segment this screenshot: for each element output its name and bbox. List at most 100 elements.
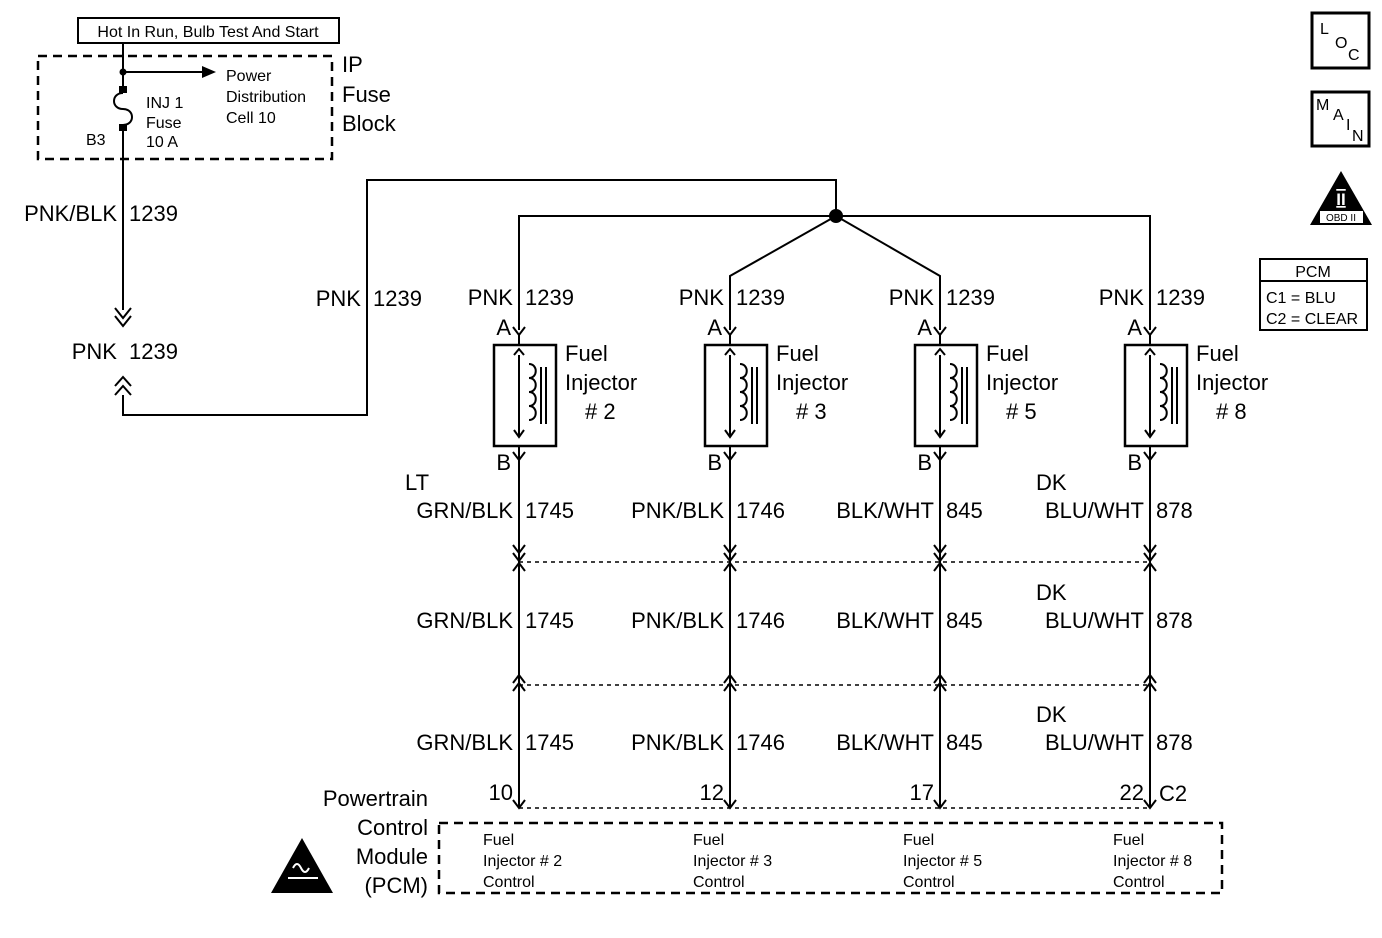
injector-name-line1: Fuel [776,341,819,366]
connector-male-icon [1143,544,1157,563]
pcm-name-line3: Module [356,844,428,869]
terminal-a: A [707,315,722,340]
obd-roman: II [1336,190,1345,209]
output-wire-circuit: 1745 [525,730,574,755]
terminal-a: A [496,315,511,340]
wire-circuit-1239-loop: 1239 [373,286,422,311]
wire-color-pnk-loop: PNK [316,286,362,311]
output-wire-color: PNK/BLK [631,730,724,755]
output-wire-circuit: 1746 [736,730,785,755]
output-wire-color: PNK/BLK [631,608,724,633]
injector-number: # 5 [1006,399,1037,424]
terminal-b: B [496,450,511,475]
connector-male-icon [933,544,947,563]
wire-color-prefix: DK [1036,470,1067,495]
output-wire-circuit: 1745 [525,608,574,633]
pcm-module: C2 Powertrain Control Module (PCM) [271,781,1224,898]
injector-number: # 3 [796,399,827,424]
injector-name-line1: Fuel [1196,341,1239,366]
terminal-b3: B3 [86,132,106,149]
pcm-name-line4: (PCM) [364,873,428,898]
output-wire-circuit: 878 [1156,730,1193,755]
wire-color-pnk: PNK [72,339,118,364]
main-icon-n: N [1352,128,1364,145]
main-icon-a: A [1333,107,1344,124]
feed-wire-color: PNK [679,285,725,310]
loc-icon-l: L [1320,21,1329,38]
left-supply-circuit: PNK/BLK 1239 PNK 1239 PNK 1239 [24,179,837,416]
pcm-name-line1: Powertrain [323,786,428,811]
ip-fuse-block: INJ 1 Fuse 10 A B3 Power Distribution Ce… [36,44,397,310]
power-arrow-icon [202,66,216,78]
wire-circuit-1239: 1239 [129,201,178,226]
injector-number: # 8 [1216,399,1247,424]
output-wire-circuit: 878 [1156,498,1193,523]
fuse-icon [113,92,133,126]
pcm-pin-number: 12 [700,780,724,805]
pcm-name-line2: Control [357,815,428,840]
pcm-circuit-line2: Injector # 2 [483,853,562,870]
output-wire-circuit: 845 [946,608,983,633]
fuse-block-name-line3: Block [342,111,397,136]
feed-wire-color: PNK [468,285,514,310]
terminal-b: B [1127,450,1142,475]
power-dist-line2: Distribution [226,89,306,106]
feed-wire-circuit: 1239 [525,285,574,310]
pcm-circuit-line2: Injector # 3 [693,853,772,870]
fuse-rating: 10 A [146,134,178,151]
pcm-circuit-line1: Fuel [903,832,934,849]
feed-wire-circuit: 1239 [736,285,785,310]
obd-ii-icon: II OBD II [1310,171,1372,225]
pcm-pin-number: 10 [489,780,513,805]
connector-female-icon [933,561,947,572]
output-wire-color: GRN/BLK [416,498,513,523]
wire-color-prefix: DK [1036,702,1067,727]
fuse-name: INJ 1 [146,95,183,112]
output-wire-color: GRN/BLK [416,730,513,755]
feed-wire-circuit: 1239 [1156,285,1205,310]
connector-male-icon [723,544,737,563]
power-dist-line3: Cell 10 [226,110,276,127]
wire-circuit-1239-mid: 1239 [129,339,178,364]
injector-name-line2: Injector [1196,370,1268,395]
output-wire-circuit: 845 [946,498,983,523]
power-dist-line1: Power [226,68,272,85]
coil-icon [724,347,758,439]
pcm-legend-title: PCM [1295,264,1331,281]
esd-warning-icon [271,838,333,893]
output-wire-circuit: 1746 [736,608,785,633]
injector-name-line2: Injector [565,370,637,395]
pcm-connector-c2: C2 [1159,781,1187,806]
fuse-block-name-line2: Fuse [342,82,391,107]
output-wire-color: BLK/WHT [836,608,934,633]
output-wire-color: GRN/BLK [416,608,513,633]
splice-network [518,209,1151,330]
injector-name-line2: Injector [776,370,848,395]
connector-female-icon [512,673,526,692]
pcm-circuit-line1: Fuel [483,832,514,849]
connector-female-icon [1143,673,1157,692]
injector-name-line1: Fuel [986,341,1029,366]
connector-female-icon [512,561,526,572]
pcm-circuit-line3: Control [483,874,535,891]
pcm-legend: PCM C1 = BLU C2 = CLEAR [1259,258,1368,331]
feed-wire-color: PNK [1099,285,1145,310]
terminal-a: A [917,315,932,340]
pcm-pin-number: 17 [910,780,934,805]
coil-icon [513,347,547,439]
injector-name-line1: Fuel [565,341,608,366]
pcm-circuit-line3: Control [693,874,745,891]
terminal-b: B [707,450,722,475]
pcm-pin-number: 22 [1120,780,1144,805]
fuse-block-name-line1: IP [342,52,363,77]
wire-color-prefix: LT [405,470,429,495]
injector-number: # 2 [585,399,616,424]
pcm-pin-icon [933,799,947,810]
output-wire-color: BLK/WHT [836,730,934,755]
loc-icon-c: C [1348,47,1360,64]
